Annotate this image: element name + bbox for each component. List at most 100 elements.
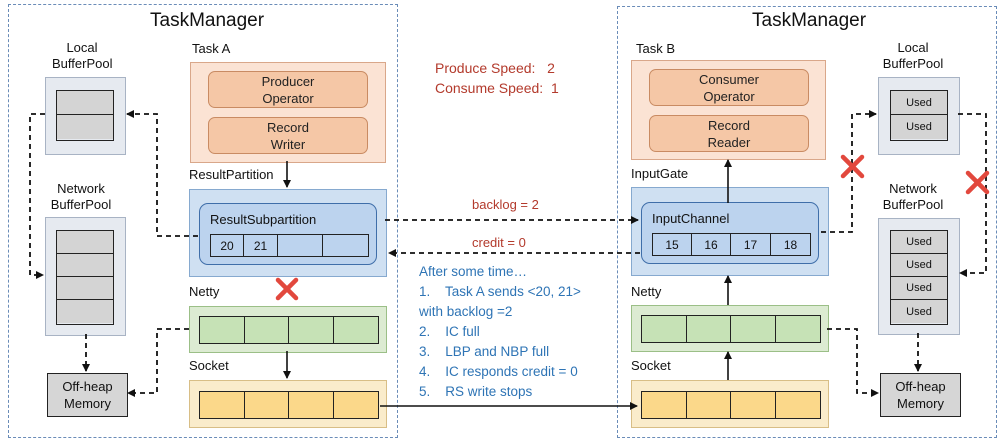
left-taskmanager xyxy=(8,4,398,438)
left-offheap-line2: Memory xyxy=(64,396,111,411)
result-subpartition: ResultSubpartition 20 21 xyxy=(199,203,377,265)
netty-buffer xyxy=(687,316,731,342)
dash-local-to-network-pool xyxy=(29,113,45,279)
right-network-pool-stack: Used Used Used Used xyxy=(890,230,948,325)
result-partition-label: ResultPartition xyxy=(189,167,274,182)
left-local-pool-stack xyxy=(56,90,114,141)
right-local-pool-label: Local BufferPool xyxy=(878,40,948,72)
left-socket-box xyxy=(189,380,387,428)
buffer-cell: 15 xyxy=(653,234,692,255)
task-a-box: Producer Operator Record Writer xyxy=(190,62,386,163)
note-line: 4. IC responds credit = 0 xyxy=(419,364,578,379)
note-line: 1. Task A sends <20, 21> xyxy=(419,284,581,299)
right-local-bufferpool: Used Used xyxy=(878,77,960,155)
right-taskmanager-title: TaskManager xyxy=(752,10,867,31)
left-netty-buffers xyxy=(199,316,379,344)
note-line: 2. IC full xyxy=(419,324,480,339)
dash-netty-to-offheap-right xyxy=(827,328,879,397)
left-network-pool-label-line2: BufferPool xyxy=(50,197,112,212)
left-network-pool-label: Network BufferPool xyxy=(48,181,114,213)
dash-partition-to-local-pool xyxy=(126,110,198,237)
pool-buffer xyxy=(57,91,113,115)
socket-buffer xyxy=(642,392,687,418)
credit-label: credit = 0 xyxy=(472,235,526,250)
right-netty-label: Netty xyxy=(631,284,662,299)
right-network-pool-label-line1: Network xyxy=(889,181,937,196)
socket-buffer xyxy=(200,392,245,418)
reader-line1: Record xyxy=(708,117,750,133)
input-gate-box: InputChannel 15 16 17 18 xyxy=(631,187,829,276)
pool-buffer: Used xyxy=(891,277,947,300)
cross-channel-local-pool xyxy=(840,154,865,179)
socket-buffer xyxy=(731,392,776,418)
pool-buffer xyxy=(57,254,113,277)
notes-block: After some time… 1. Task A sends <20, 21… xyxy=(419,262,581,402)
left-local-bufferpool xyxy=(45,77,126,155)
left-taskmanager-title: TaskManager xyxy=(150,10,265,31)
task-b-label: Task B xyxy=(636,41,676,56)
pool-buffer: Used xyxy=(891,91,947,115)
left-network-pool-label-line1: Network xyxy=(57,181,105,196)
socket-buffer xyxy=(245,392,289,418)
left-socket-label: Socket xyxy=(189,358,229,373)
cross-partition-netty xyxy=(275,277,299,301)
task-b-box: Consumer Operator Record Reader xyxy=(631,60,826,160)
socket-buffer xyxy=(334,392,378,418)
note-line: After some time… xyxy=(419,264,528,279)
pool-buffer xyxy=(57,231,113,254)
note-line: 3. LBP and NBP full xyxy=(419,344,550,359)
right-network-pool-label-line2: BufferPool xyxy=(882,197,944,212)
backlog-label: backlog = 2 xyxy=(472,197,539,212)
producer-line1: Producer xyxy=(261,73,315,89)
right-offheap-memory: Off-heap Memory xyxy=(880,373,961,417)
right-offheap-line2: Memory xyxy=(897,396,944,411)
consumer-line1: Consumer xyxy=(699,71,759,87)
input-channel: InputChannel 15 16 17 18 xyxy=(641,202,819,264)
left-netty-box xyxy=(189,306,387,353)
netty-buffer xyxy=(200,317,245,343)
buffer-cell: 18 xyxy=(783,237,798,252)
dash-local-to-network-pool-right xyxy=(958,113,987,277)
left-netty-label: Netty xyxy=(189,284,220,299)
consume-speed: Consume Speed: 1 xyxy=(435,80,559,96)
right-local-pool-stack: Used Used xyxy=(890,90,948,141)
right-socket-label: Socket xyxy=(631,358,671,373)
pool-buffer: Used xyxy=(891,115,947,139)
left-network-pool-stack xyxy=(56,230,114,325)
buffer-cell: 17 xyxy=(731,234,771,255)
socket-buffer xyxy=(687,392,731,418)
pool-buffer: Used xyxy=(891,231,947,254)
left-offheap-line1: Off-heap xyxy=(62,379,113,394)
right-local-pool-label-line2: BufferPool xyxy=(882,56,944,71)
record-writer: Record Writer xyxy=(208,117,368,154)
dash-netty-to-offheap xyxy=(127,328,189,397)
dash-channel-to-local-pool xyxy=(821,110,877,233)
result-partition-box: ResultSubpartition 20 21 xyxy=(189,189,387,277)
cross-local-network-pool xyxy=(965,170,990,195)
buffer-cell: 21 xyxy=(244,235,278,256)
right-socket-box xyxy=(631,380,829,428)
reader-line2: Reader xyxy=(707,134,751,150)
result-subpartition-title: ResultSubpartition xyxy=(210,212,317,227)
pool-buffer xyxy=(57,115,113,139)
netty-buffer xyxy=(245,317,289,343)
right-socket-buffers xyxy=(641,391,821,419)
consumer-line2: Operator xyxy=(703,88,755,104)
buffer-cell: 16 xyxy=(692,234,731,255)
writer-line1: Record xyxy=(267,119,309,135)
producer-line2: Operator xyxy=(262,90,314,106)
left-local-pool-label: Local BufferPool xyxy=(52,40,112,72)
pool-buffer xyxy=(57,300,113,323)
record-reader: Record Reader xyxy=(649,115,809,152)
subpartition-buffers: 20 21 xyxy=(210,234,369,257)
right-taskmanager xyxy=(617,6,997,438)
right-local-pool-label-line1: Local xyxy=(897,40,929,55)
left-local-pool-label-line2: BufferPool xyxy=(52,56,113,71)
right-network-pool-label: Network BufferPool xyxy=(876,181,950,213)
input-channel-title: InputChannel xyxy=(652,211,730,226)
pool-buffer: Used xyxy=(891,254,947,277)
note-line: with backlog =2 xyxy=(419,304,513,319)
right-netty-box xyxy=(631,305,829,352)
socket-buffer xyxy=(289,392,334,418)
